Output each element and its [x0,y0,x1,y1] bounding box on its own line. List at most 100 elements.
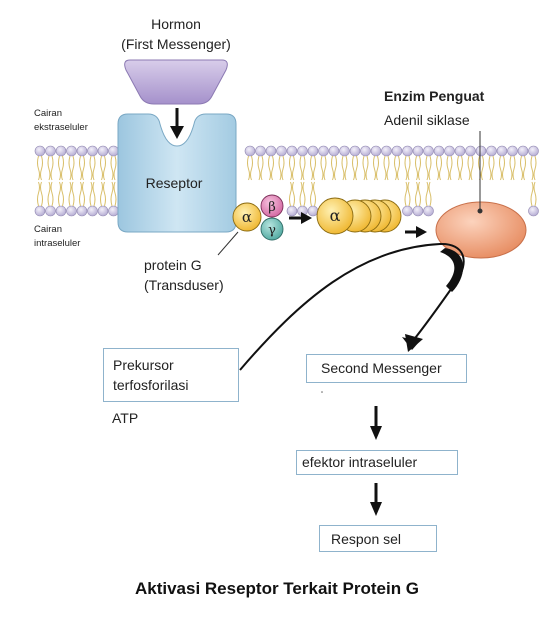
activation-arrow [289,212,312,224]
lipid-tail [415,181,421,207]
precursor-box[interactable]: Prekursor terfosforilasi [103,348,239,402]
lipid-tail [467,155,474,181]
receptor-label: Reseptor [146,175,203,191]
g-protein-complex[interactable]: α β γ [232,194,284,241]
lipid-tail [257,155,264,181]
lipid-head [66,145,77,157]
lipid-tail [58,181,64,207]
beta-subunit [260,194,284,218]
hormone-binding-arrow [170,108,184,139]
lipid-tail [415,155,421,181]
intracellular-label: Cairan [34,224,62,235]
lipid-head [507,145,518,157]
lipid-head [255,145,266,157]
lipid-tail [278,155,285,181]
lipid-head [528,145,539,157]
lipid-head [55,205,67,217]
conversion-arc-arrowhead [405,334,423,352]
activated-alpha-stack[interactable]: α [316,197,402,235]
beta-symbol: β [268,200,276,215]
cell-membrane [34,145,539,217]
lipid-tail [446,155,453,181]
enzyme-name: Adenil siklase [384,112,470,128]
lipid-head [475,145,487,157]
lipid-head [433,145,445,157]
lipid-tail [320,155,327,181]
figure-title: Aktivasi Reseptor Terkait Protein G [134,579,420,598]
lipid-head [486,145,497,157]
lipid-head [286,145,298,157]
hormone-sublabel: (First Messenger) [121,36,231,52]
lipid-tail [383,155,390,181]
lipid-tail [425,181,432,207]
atp-label: ATP [112,410,139,426]
lipid-head [423,145,434,157]
g-protein-pointer [217,231,239,256]
lipid-head [76,145,88,157]
lipid-head [328,145,340,157]
lipid-tail [299,155,306,181]
lipid-head [528,205,539,217]
lipid-head [360,145,371,157]
lipid-head [412,145,424,157]
lipid-head [97,145,109,157]
lipid-tail [58,155,64,181]
alpha-subunit [232,202,262,232]
lipid-tail [404,155,411,181]
lipid-head [297,145,308,157]
lipid-tail [478,155,484,181]
lipid-head [97,205,109,217]
alpha-symbol: α [242,208,252,226]
adenylyl-cyclase-enzyme[interactable] [435,201,527,259]
lipid-head [276,145,287,157]
lipid-head [76,205,88,217]
lipid-tail [394,155,400,181]
hormone-label: Hormon [151,16,201,32]
lipid-tail [310,181,316,207]
effector-box[interactable]: efektor intraseluler [296,450,458,475]
lipid-head [402,205,413,217]
lipid-head [349,145,361,157]
lipid-tail [352,155,358,181]
speck [321,391,323,393]
lipid-head [45,145,56,157]
lipid-tail [37,155,43,181]
lipid-head [370,145,382,157]
enzyme-pointer-dot [477,208,483,214]
lipid-head [265,145,277,157]
lipid-head [444,145,455,157]
lipid-head [307,205,319,217]
lipid-tail [457,155,463,181]
second-messenger-box[interactable]: Second Messenger [306,354,467,383]
lipid-head [108,145,119,157]
lipid-head [339,145,350,157]
lipid-tail [373,155,379,181]
precursor-sublabel: terfosforilasi [113,377,189,393]
lipid-tail [530,155,537,181]
lipid-tail [425,155,432,181]
hormone-shape[interactable] [124,59,228,105]
activated-alpha-symbol: α [330,206,341,225]
lipid-head [402,145,413,157]
receptor-shape[interactable] [117,113,237,233]
lipid-tail [79,181,85,207]
conversion-arc [239,242,465,371]
lipid-tail [509,155,516,181]
lipid-head [87,205,98,217]
enzyme-activation-arrow [405,226,427,238]
lipid-tail [68,181,75,207]
extracellular-label: Cairan [34,108,62,119]
lipid-tail [100,181,106,207]
lipid-tail [362,155,369,181]
lipid-head [307,145,319,157]
lipid-head [286,205,298,217]
lipid-tail [488,155,495,181]
lipid-head [34,205,46,217]
arrow-second-to-effector [370,406,382,440]
lipid-head [87,145,98,157]
lipid-tail [289,181,295,207]
lipid-head [381,145,392,157]
response-label: Respon sel [331,531,402,547]
lipid-head [34,145,46,157]
response-box[interactable]: Respon sel [319,525,437,552]
